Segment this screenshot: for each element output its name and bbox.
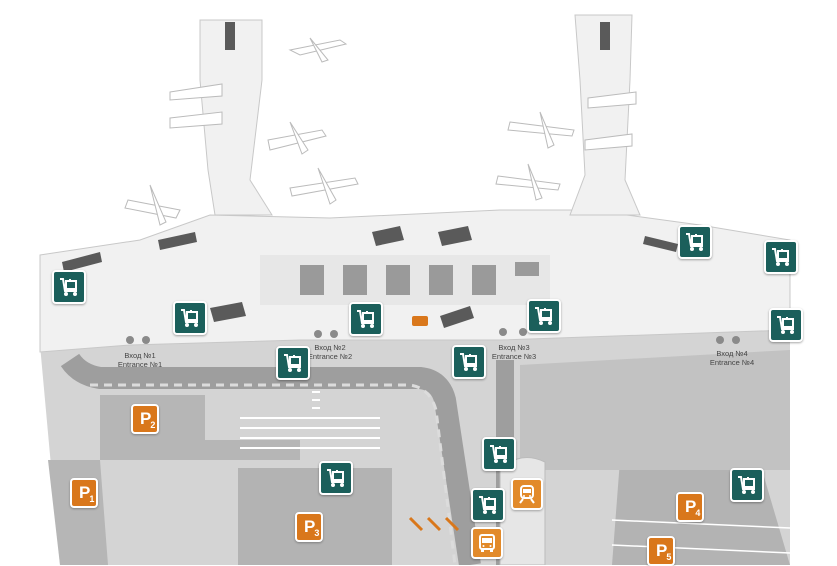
bus-icon bbox=[479, 534, 495, 552]
luggage-trolley-icon bbox=[686, 233, 703, 251]
road-markings bbox=[408, 516, 460, 532]
entrance-4-ru: Вход №4 bbox=[716, 349, 748, 358]
pier-east bbox=[569, 14, 641, 216]
luggage-marker[interactable] bbox=[452, 345, 486, 379]
train-marker[interactable] bbox=[511, 478, 543, 510]
luggage-marker[interactable] bbox=[527, 299, 561, 333]
luggage-marker[interactable] bbox=[764, 240, 798, 274]
parking-p3-number: 3 bbox=[314, 528, 320, 538]
parking-p2[interactable]: P2 bbox=[131, 404, 159, 434]
luggage-marker[interactable] bbox=[482, 437, 516, 471]
entrance-4-en: Entrance №4 bbox=[709, 357, 755, 367]
parking-p1-letter: P bbox=[79, 483, 91, 502]
luggage-marker[interactable] bbox=[769, 308, 803, 342]
airplanes bbox=[124, 37, 637, 226]
luggage-marker[interactable] bbox=[678, 225, 712, 259]
luggage-marker[interactable] bbox=[349, 302, 383, 336]
entrance-1-en: Entrance №1 bbox=[117, 359, 163, 369]
entrance-1-label: Вход №1 Entrance №1 bbox=[105, 351, 175, 369]
parking-p5[interactable]: P5 bbox=[647, 536, 675, 566]
parking-p4[interactable]: P4 bbox=[676, 492, 704, 522]
luggage-trolley-icon bbox=[772, 248, 789, 266]
escalators bbox=[62, 22, 678, 328]
road-inner bbox=[90, 383, 457, 565]
luggage-marker[interactable] bbox=[319, 461, 353, 495]
luggage-trolley-icon bbox=[777, 316, 794, 334]
luggage-trolley-icon bbox=[535, 307, 552, 325]
entrance-2-ru: Вход №2 bbox=[314, 343, 346, 352]
luggage-marker[interactable] bbox=[173, 301, 207, 335]
check-in-desks bbox=[300, 262, 539, 295]
luggage-trolley-icon bbox=[479, 496, 496, 514]
pier-west bbox=[199, 19, 273, 216]
parking-p3-letter: P bbox=[304, 517, 316, 536]
luggage-marker[interactable] bbox=[52, 270, 86, 304]
luggage-trolley-icon bbox=[357, 310, 374, 328]
parking-p4-number: 4 bbox=[695, 508, 701, 518]
luggage-trolley-icon bbox=[327, 469, 344, 487]
luggage-trolley-icon bbox=[490, 445, 507, 463]
entrance-4-label: Вход №4 Entrance №4 bbox=[697, 349, 767, 367]
parking-p1-number: 1 bbox=[89, 494, 95, 504]
entrance-2-en: Entrance №2 bbox=[307, 351, 353, 361]
luggage-marker[interactable] bbox=[276, 346, 310, 380]
luggage-trolley-icon bbox=[284, 354, 301, 372]
luggage-trolley-icon bbox=[460, 353, 477, 371]
entrance-3-ru: Вход №3 bbox=[498, 343, 530, 352]
entrance-doors bbox=[126, 328, 740, 344]
parking-p3[interactable]: P3 bbox=[295, 512, 323, 542]
entrance-1-ru: Вход №1 bbox=[124, 351, 156, 360]
parking-p2-number: 2 bbox=[150, 420, 156, 430]
luggage-trolley-icon bbox=[738, 476, 755, 494]
luggage-marker[interactable] bbox=[730, 468, 764, 502]
luggage-trolley-icon bbox=[60, 278, 77, 296]
entrance-3-label: Вход №3 Entrance №3 bbox=[479, 343, 549, 361]
bus-marker[interactable] bbox=[471, 527, 503, 559]
parking-p5-number: 5 bbox=[666, 552, 672, 562]
parking-p5-letter: P bbox=[656, 541, 668, 560]
parking-p4-letter: P bbox=[685, 497, 697, 516]
road bbox=[60, 353, 481, 565]
entrance-3-en: Entrance №3 bbox=[491, 351, 537, 361]
parking-area-east bbox=[520, 350, 790, 470]
parking-p1[interactable]: P1 bbox=[70, 478, 98, 508]
exchange-sign bbox=[412, 316, 428, 326]
entrance-2-label: Вход №2 Entrance №2 bbox=[295, 343, 365, 361]
crosswalk bbox=[240, 391, 380, 449]
train-icon bbox=[519, 485, 535, 504]
luggage-trolley-icon bbox=[181, 309, 198, 327]
rail-station bbox=[499, 457, 546, 565]
parking-p2-letter: P bbox=[140, 409, 152, 428]
parking-lines bbox=[611, 519, 791, 554]
luggage-marker[interactable] bbox=[471, 488, 505, 522]
